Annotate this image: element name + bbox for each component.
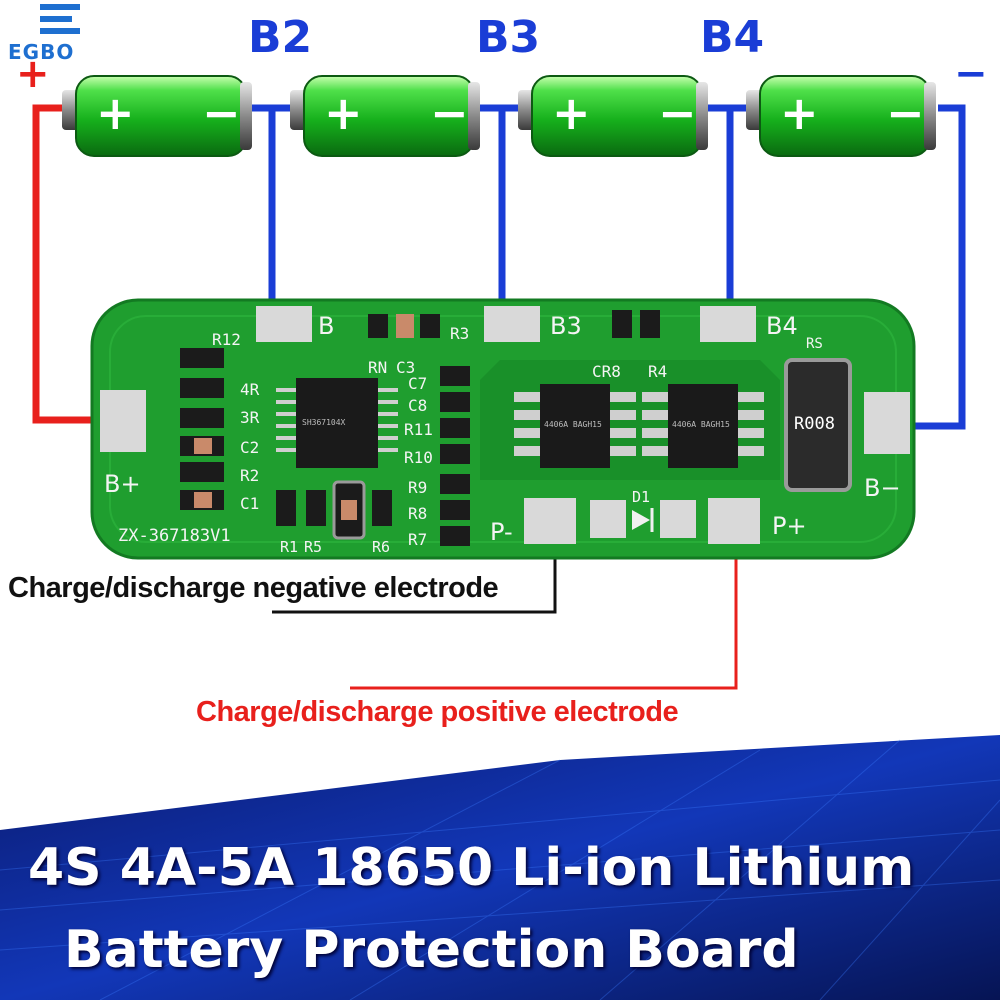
- silk-r10: R10: [404, 448, 433, 467]
- silk-r7: R7: [408, 530, 428, 549]
- balance-wire-b4: [706, 104, 754, 330]
- cell-4-minus: −: [886, 86, 925, 140]
- silk-r12: R12: [212, 330, 241, 349]
- cell-2-plus: +: [324, 86, 363, 140]
- silk-c3: C3: [396, 358, 416, 377]
- cell-4-plus: +: [780, 86, 819, 140]
- brand-name: EGBO: [8, 40, 75, 64]
- banner-background: [0, 735, 1000, 1000]
- balance-wire-b2: [250, 104, 298, 330]
- silk-r8: R8: [408, 504, 428, 523]
- cell-1-minus: −: [202, 86, 241, 140]
- pad-d1: [660, 500, 696, 538]
- pad-p-plus: [708, 498, 760, 544]
- cell-2-minus: −: [430, 86, 469, 140]
- silk-rn: RN: [368, 358, 388, 377]
- cell-1-plus: +: [96, 86, 135, 140]
- mosfet-1: [540, 384, 610, 468]
- callout-positive-electrode: Charge/discharge positive electrode: [196, 696, 679, 728]
- pad-label-b-minus: B−: [864, 474, 901, 502]
- silk-c2: C2: [240, 438, 260, 457]
- pad-b-plus: [100, 390, 146, 452]
- battery-cell-3: [518, 75, 708, 157]
- callout-line-positive: [350, 520, 738, 690]
- silk-cr8: CR8: [592, 362, 621, 381]
- pad-label-b-plus: B+: [104, 470, 141, 498]
- silk-r2: R2: [240, 466, 260, 485]
- pad-b4: [700, 306, 756, 342]
- battery-cell-4: [746, 75, 936, 157]
- pad-label-p-minus: P-: [490, 518, 513, 546]
- banner-title-line-1: 4S 4A-5A 18650 Li-ion Lithium: [28, 838, 915, 898]
- pad-label-b4: B4: [766, 312, 798, 340]
- mosfet-2: [668, 384, 738, 468]
- silk-r6: R6: [372, 538, 391, 556]
- banner-title-line-2: Battery Protection Board: [64, 920, 799, 980]
- silk-r11: R11: [404, 420, 433, 439]
- silk-model: ZX-367183V1: [118, 526, 231, 546]
- balance-label-b3: B3: [476, 12, 541, 63]
- ic-marking: SH367104X: [302, 418, 346, 427]
- terminal-minus: −: [954, 51, 988, 97]
- battery-cell-2: [290, 75, 480, 157]
- pad-b-minus: [864, 392, 910, 454]
- silk-c7: C7: [408, 374, 428, 393]
- mosfet-1-marking: 4406A BAGH15: [544, 420, 602, 429]
- silk-d1: D1: [632, 488, 651, 506]
- brand-logo: EGBO: [4, 2, 124, 68]
- silk-rs: RS: [806, 336, 823, 352]
- shunt-resistor: [784, 358, 852, 492]
- positive-wire: [32, 104, 110, 424]
- pad-label-b: B: [318, 312, 335, 340]
- pad-label-p-plus: P+: [772, 512, 807, 540]
- wires: [32, 104, 966, 690]
- callout-negative-electrode: Charge/discharge negative electrode: [8, 572, 499, 604]
- pad-p-minus: [524, 498, 576, 544]
- pad-label-b3: B3: [550, 312, 582, 340]
- silk-r1: R1: [280, 538, 299, 556]
- mosfet-2-marking: 4406A BAGH15: [672, 420, 730, 429]
- silk-r5: R5: [304, 538, 323, 556]
- cell-3-plus: +: [552, 86, 591, 140]
- pad-b3: [484, 306, 540, 342]
- balance-label-b2: B2: [248, 12, 313, 63]
- shunt-marking: R008: [794, 414, 835, 434]
- protection-ic: [296, 378, 378, 468]
- protection-board: [90, 298, 916, 560]
- terminal-plus: +: [16, 51, 50, 97]
- balance-wire-b3: [478, 104, 526, 330]
- pad-b: [256, 306, 312, 342]
- silk-c8: C8: [408, 396, 428, 415]
- silk-r3: R3: [450, 324, 470, 343]
- silk-c1: C1: [240, 494, 260, 513]
- logo-mark-icon: [40, 4, 80, 34]
- cell-3-minus: −: [658, 86, 697, 140]
- negative-wire: [890, 104, 966, 430]
- pad-extra: [590, 500, 626, 538]
- silk-r9: R9: [408, 478, 428, 497]
- balance-label-b4: B4: [700, 12, 765, 63]
- silk-4r: 4R: [240, 380, 260, 399]
- silk-3r: 3R: [240, 408, 260, 427]
- silk-r4: R4: [648, 362, 668, 381]
- battery-cell-1: [62, 75, 252, 157]
